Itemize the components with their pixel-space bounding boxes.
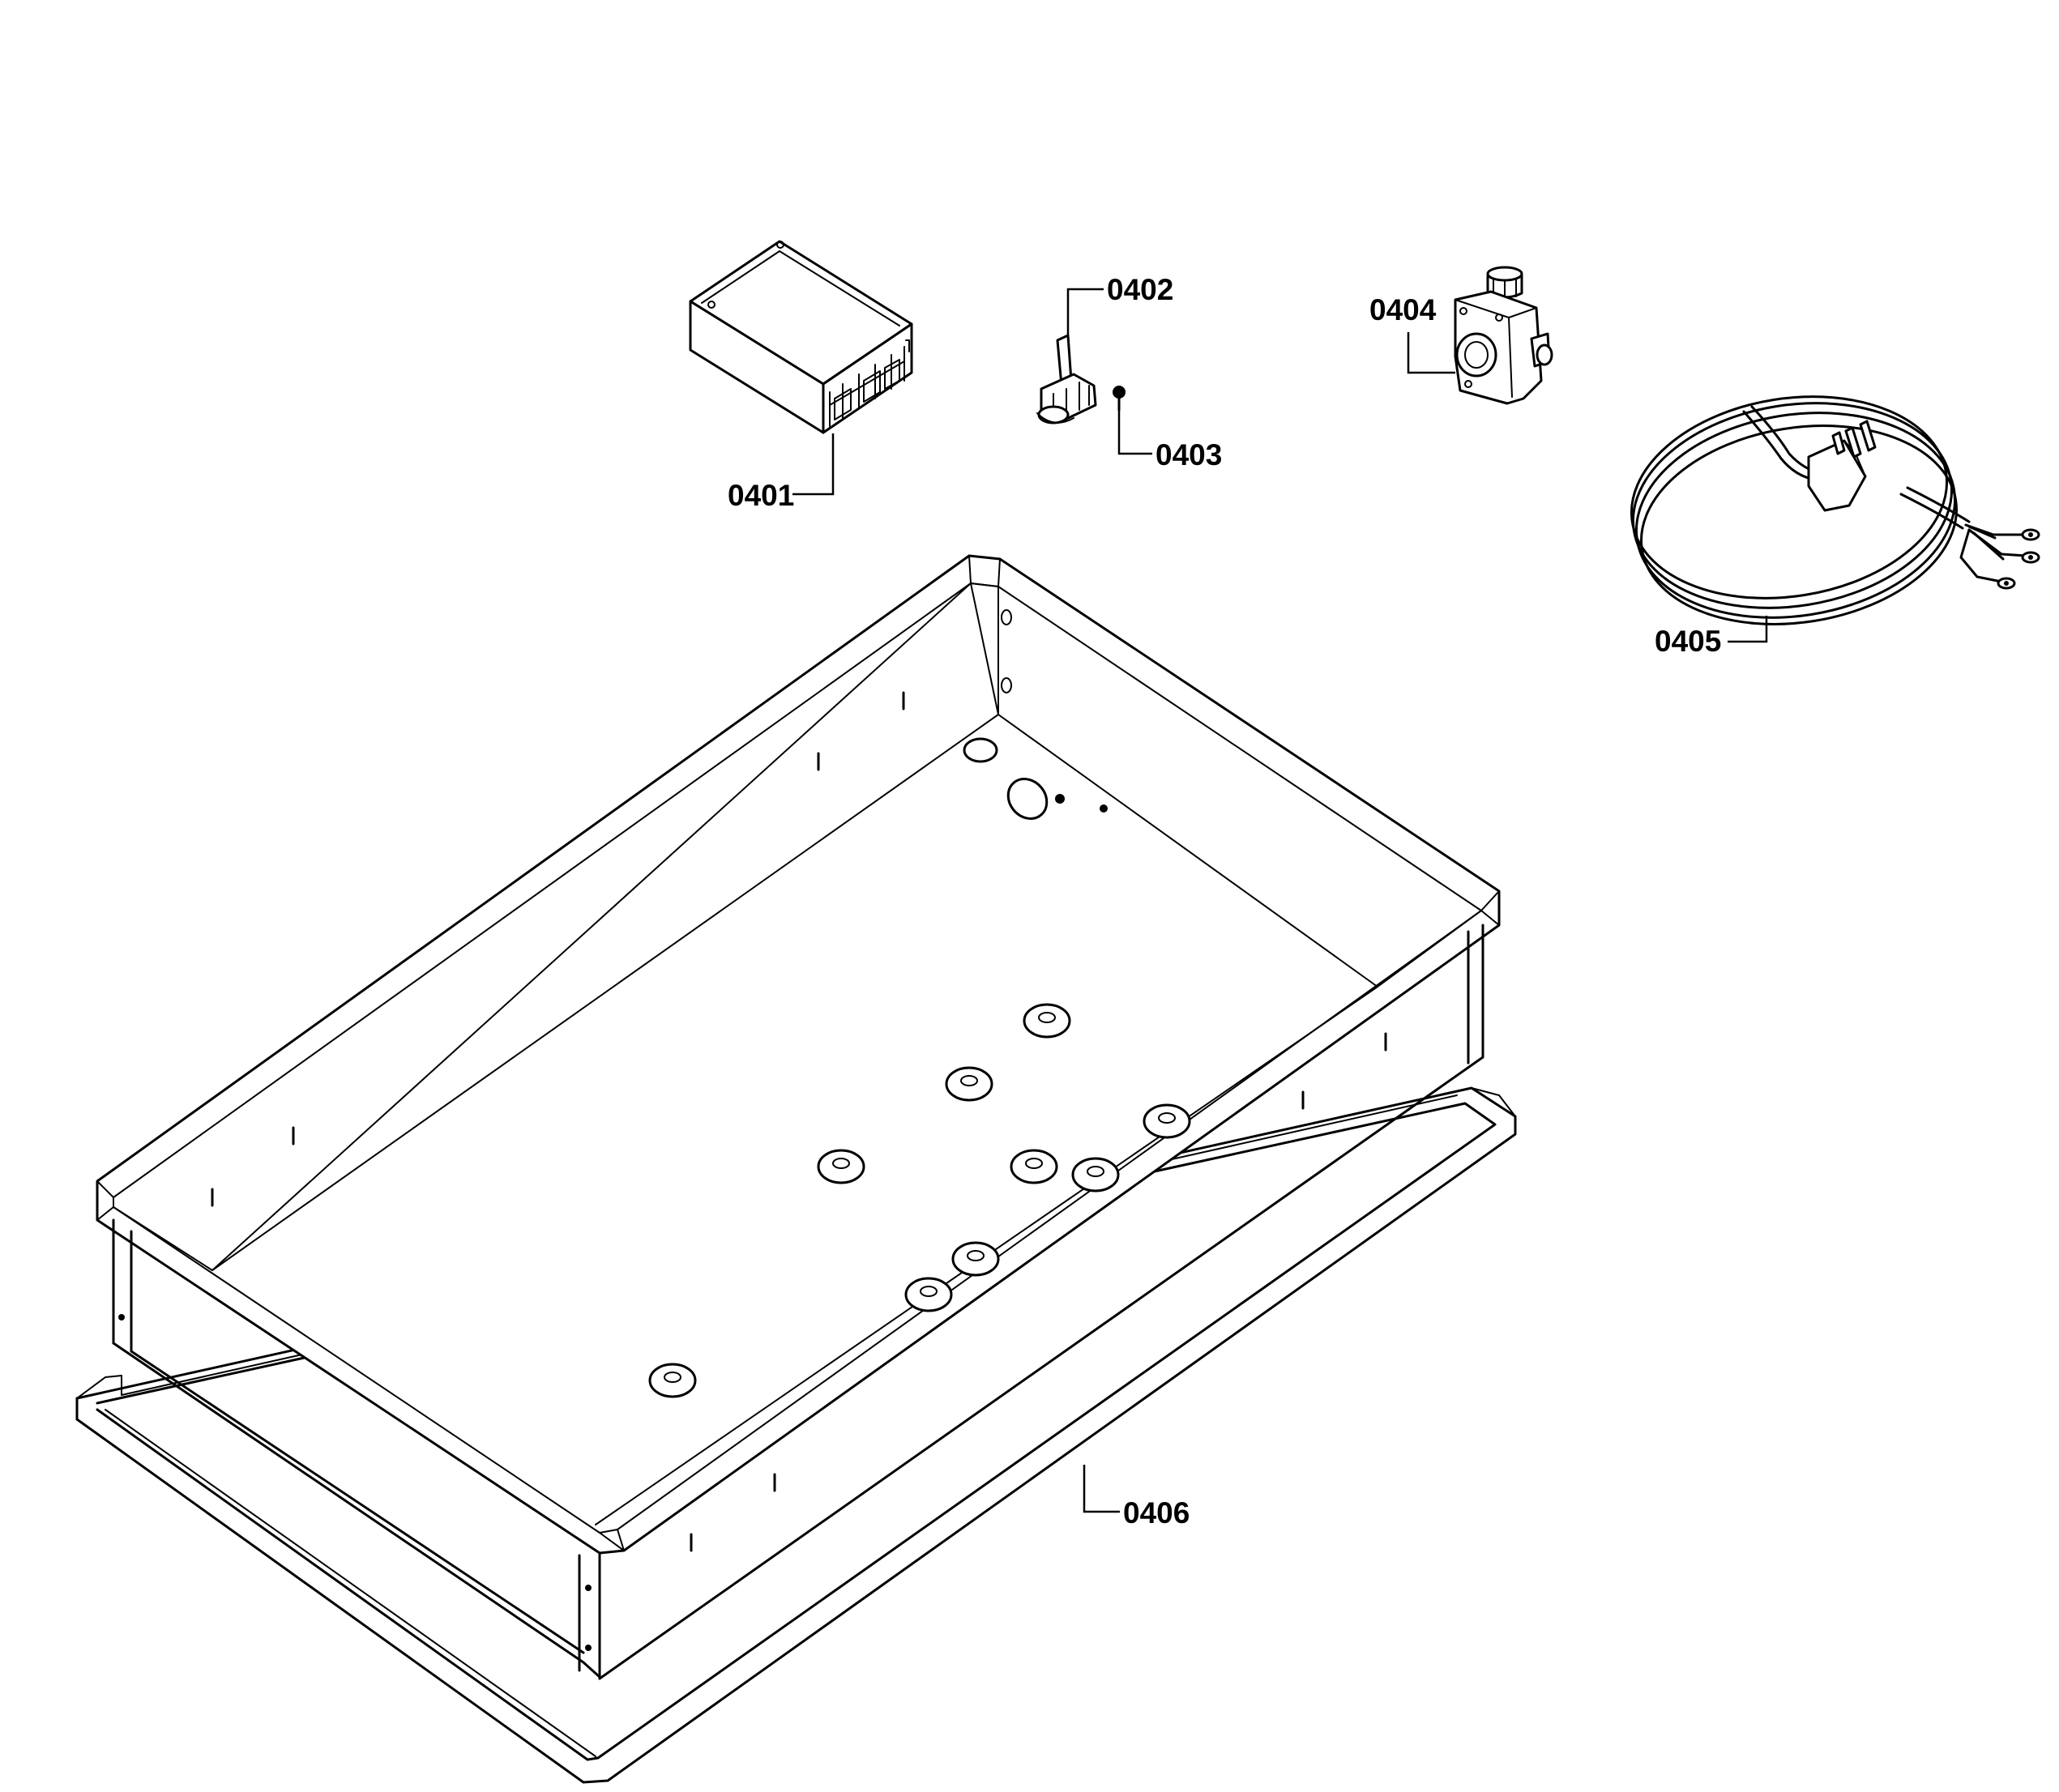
part-0405-power-cord[interactable] [1617, 375, 2040, 646]
part-0406-cooktop-tray[interactable] [75, 554, 1517, 1784]
part-label-0405: 0405 [1655, 625, 1721, 658]
part-label-0403: 0403 [1156, 438, 1222, 471]
part-0404-gas-pressure-regulator[interactable] [1454, 266, 1553, 405]
part-label-0401: 0401 [728, 479, 794, 512]
callout-0404: 0404 [1369, 293, 1455, 374]
part-0403-screw[interactable] [1113, 386, 1126, 412]
part-label-0404: 0404 [1369, 293, 1437, 326]
part-0402-terminal-block[interactable] [1036, 334, 1097, 425]
callout-0401: 0401 [728, 433, 835, 512]
callout-0403: 0403 [1117, 410, 1222, 471]
callout-0405: 0405 [1655, 616, 1768, 658]
burner-stud [648, 1003, 1191, 1398]
callout-0406: 0406 [1083, 1465, 1190, 1530]
part-0401-terminal-box[interactable] [689, 240, 913, 434]
part-label-0402: 0402 [1107, 273, 1173, 306]
callout-0402: 0402 [1066, 273, 1173, 335]
part-label-0406: 0406 [1123, 1496, 1190, 1530]
